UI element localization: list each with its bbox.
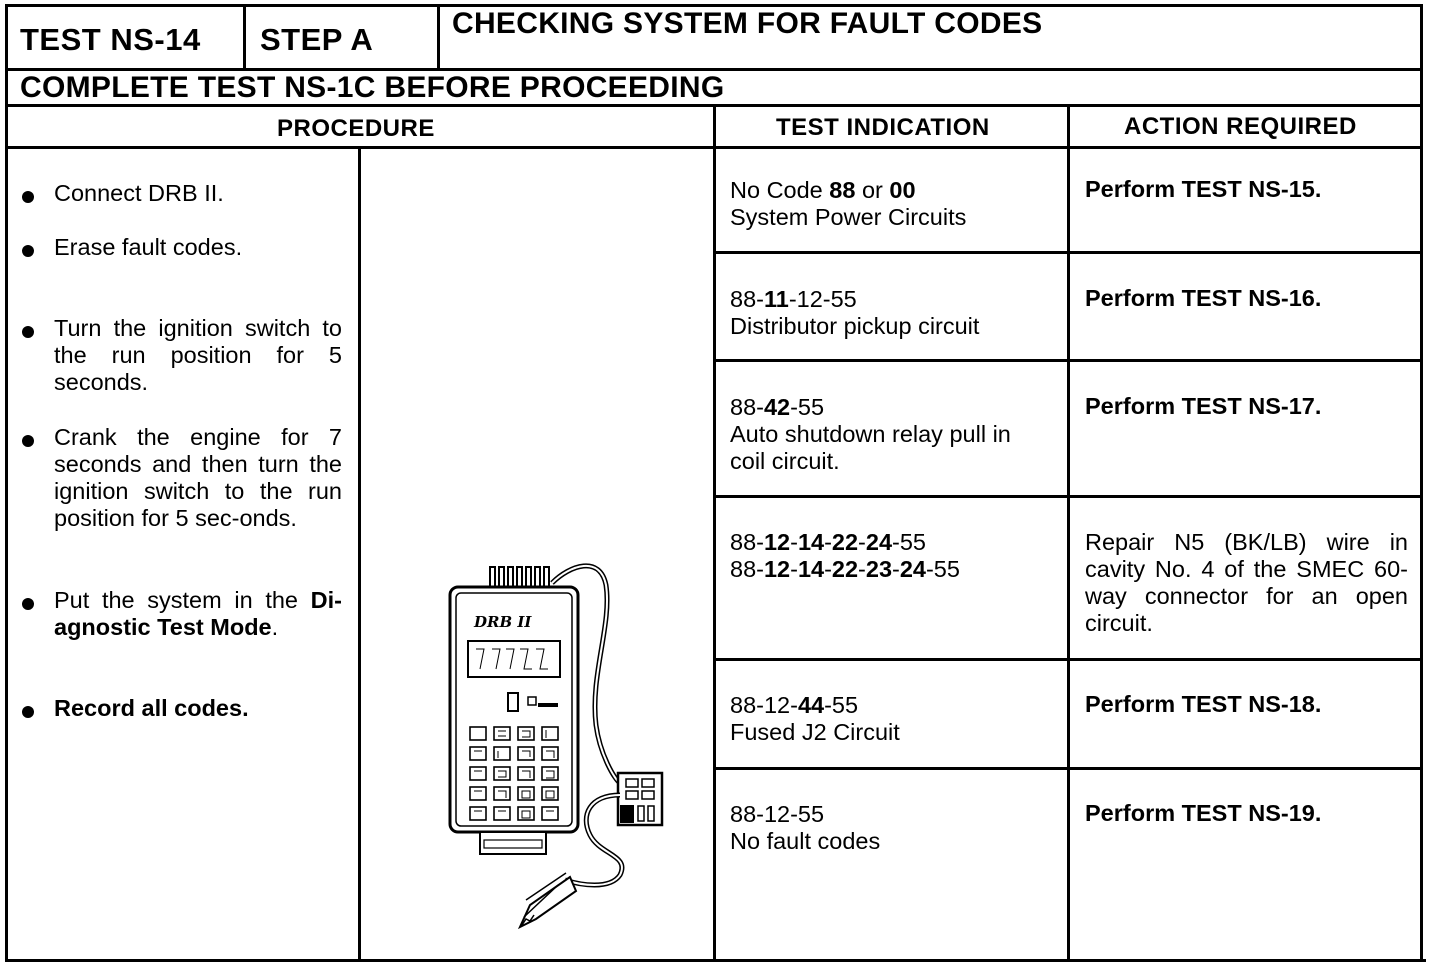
indication-code: 88-42-55 [730, 394, 825, 420]
indication-row-4: 88-12-14-22-24-55 88-12-14-22-23-24-55 [730, 529, 960, 583]
border-top [5, 4, 1423, 7]
row-separator [713, 767, 1423, 770]
indication-row-1: No Code 88 or 00 System Power Circuits [730, 177, 966, 231]
procedure-step: Turn the ignition switch to the run posi… [54, 315, 342, 395]
indication-row-6: 88-12-55 No fault codes [730, 801, 880, 855]
row-separator [713, 658, 1423, 661]
bullet-icon [22, 435, 34, 447]
indication-row-2: 88-11-12-55 Distributor pickup circuit [730, 286, 979, 340]
procedure-step: Connect DRB II. [54, 180, 224, 206]
indication-description: coil circuit. [730, 448, 840, 474]
bullet-icon [22, 326, 34, 338]
indication-description: System Power Circuits [730, 204, 967, 230]
device-brand: DRB II [473, 613, 532, 631]
row-separator [713, 495, 1423, 498]
border-left [5, 4, 8, 962]
indication-code: No Code 88 or 00 [730, 177, 916, 203]
indication-code: 88-12-14-22-24-55 [730, 529, 926, 555]
action-row-2: Perform TEST NS-16. [1085, 285, 1322, 311]
indication-code: 88-11-12-55 [730, 286, 857, 312]
procedure-step: Erase fault codes. [54, 234, 243, 260]
prerequisite-note: COMPLETE TEST NS-1C BEFORE PROCEEDING [20, 71, 725, 104]
divider-test-step [243, 4, 246, 70]
action-row-6: Perform TEST NS-19. [1085, 800, 1322, 826]
action-row-1: Perform TEST NS-15. [1085, 176, 1322, 202]
action-row-5: Perform TEST NS-18. [1085, 691, 1322, 717]
indication-description: No fault codes [730, 828, 881, 854]
indication-row-5: 88-12-44-55 Fused J2 Circuit [730, 692, 900, 746]
column-header-indication: TEST INDICATION [776, 114, 990, 141]
column-header-procedure: PROCEDURE [277, 115, 435, 142]
indication-description: Fused J2 Circuit [730, 719, 900, 745]
indication-code: 88-12-14-22-23-24-55 [730, 556, 960, 582]
indication-code: 88-12-44-55 [730, 692, 859, 718]
divider-indication-action [1067, 104, 1070, 962]
procedure-step: Put the system in the Di-agnostic Test M… [54, 587, 342, 640]
border-right [1420, 4, 1423, 962]
action-row-3: Perform TEST NS-17. [1085, 393, 1322, 419]
action-row-4: Repair N5 (BK/LB) wire in cavity No. 4 o… [1085, 529, 1408, 636]
bullet-icon [22, 245, 34, 257]
divider-step-title [437, 4, 440, 70]
procedure-step: Crank the engine for 7 seconds and then … [54, 424, 342, 531]
indication-row-3: 88-42-55 Auto shutdown relay pull in coi… [730, 394, 1011, 475]
bullet-icon [22, 706, 34, 718]
row-separator [713, 359, 1423, 362]
divider-procedure-indication [713, 104, 716, 962]
indication-description: Distributor pickup circuit [730, 313, 980, 339]
test-id: TEST NS-14 [20, 22, 201, 57]
rule-under-title [5, 68, 1423, 71]
drb-ii-tester-icon: DRB II [448, 563, 664, 930]
procedure-step: Record all codes. [54, 695, 249, 721]
row-separator [713, 251, 1423, 254]
divider-procedure-illustration [358, 146, 361, 962]
page-title: CHECKING SYSTEM FOR FAULT CODES [452, 7, 1043, 40]
bullet-icon [22, 598, 34, 610]
indication-code: 88-12-55 [730, 801, 825, 827]
step-label: STEP A [260, 22, 374, 57]
indication-description: Auto shutdown relay pull in [730, 421, 1011, 447]
column-header-action: ACTION REQUIRED [1124, 113, 1357, 140]
bullet-icon [22, 191, 34, 203]
